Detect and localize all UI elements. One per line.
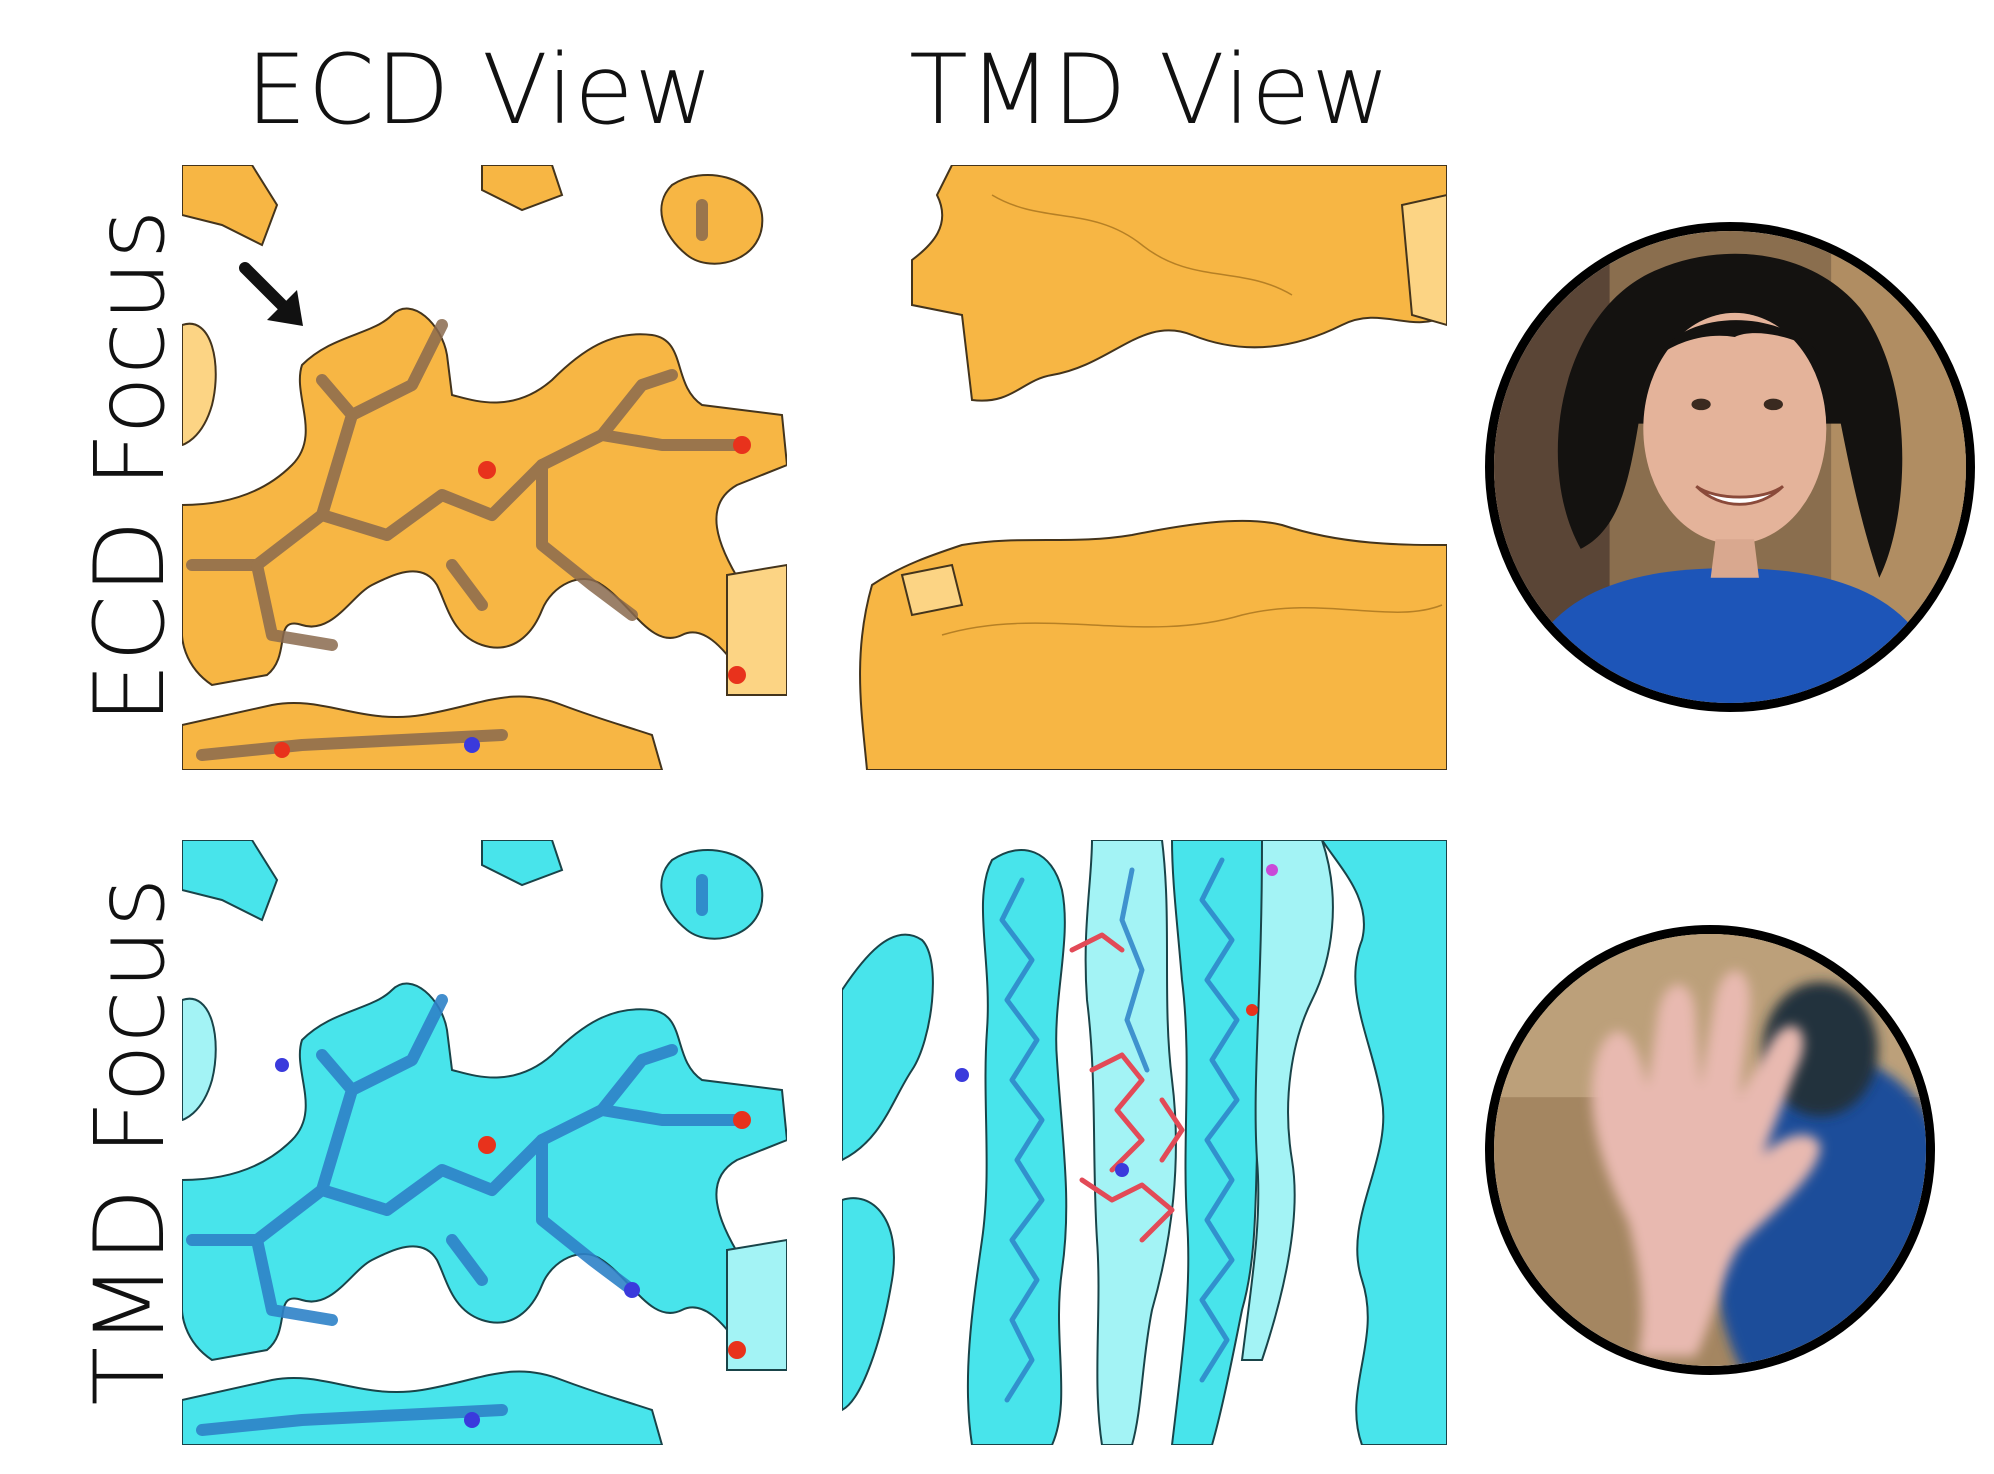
panel-ecd-focus-ecd-view — [182, 165, 787, 770]
arrow-down-right-icon — [239, 262, 303, 326]
row-heading-ecd-focus: ECD Focus — [74, 208, 186, 724]
panel-tmd-focus-tmd-view — [842, 840, 1447, 1445]
waving-hand-photo-avatar — [1485, 925, 1935, 1375]
waving-hand-icon — [1494, 934, 1926, 1366]
presenter-photo-avatar — [1485, 222, 1975, 712]
person-portrait-icon — [1494, 231, 1966, 703]
density-map-tmd-helices — [842, 840, 1447, 1445]
panel-ecd-focus-tmd-view — [842, 165, 1447, 770]
column-heading-ecd-view: ECD View — [246, 34, 714, 146]
density-map-ecd-cyan — [182, 840, 787, 1445]
row-heading-tmd-focus: TMD Focus — [74, 876, 186, 1406]
column-heading-tmd-view: TMD View — [909, 34, 1391, 146]
density-map-tmd-membrane — [859, 165, 1447, 770]
density-map-ecd — [182, 165, 787, 770]
panel-tmd-focus-ecd-view — [182, 840, 787, 1445]
